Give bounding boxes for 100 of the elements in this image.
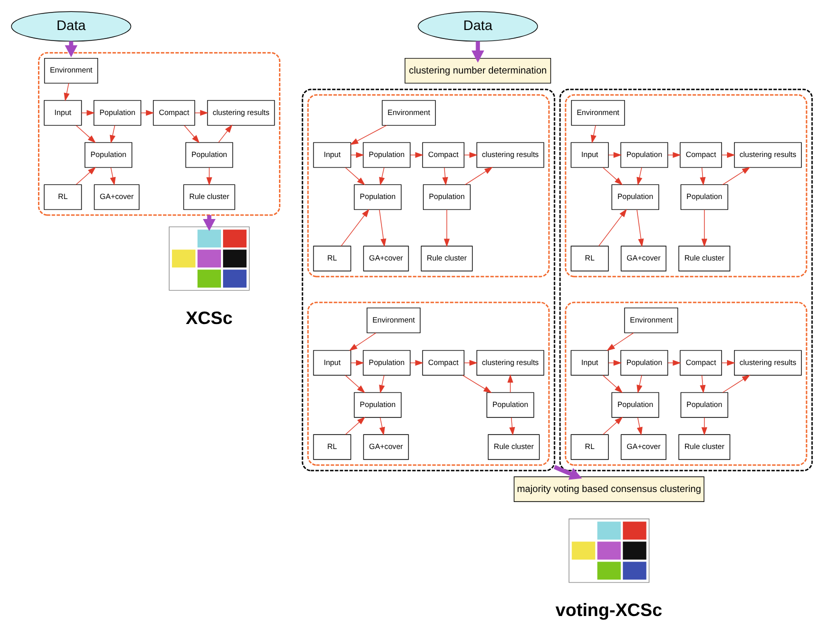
arrow bbox=[464, 166, 493, 184]
node-box: Population bbox=[680, 184, 728, 210]
arrow bbox=[350, 124, 387, 144]
arrow bbox=[110, 124, 116, 143]
arrow bbox=[606, 332, 634, 350]
arrow bbox=[722, 166, 750, 184]
arrow bbox=[110, 166, 116, 186]
node-box: Input bbox=[570, 142, 609, 168]
arrow bbox=[76, 124, 96, 143]
arrow bbox=[509, 416, 516, 436]
node-box: GA+cover bbox=[620, 434, 666, 460]
node-box: Population bbox=[611, 184, 660, 210]
arrow bbox=[722, 374, 750, 392]
node-box: GA+cover bbox=[363, 434, 409, 460]
arrow bbox=[701, 208, 708, 247]
arrow bbox=[700, 374, 706, 393]
node-box: Input bbox=[313, 142, 352, 168]
node-box: GA+cover bbox=[363, 245, 409, 271]
arrow bbox=[349, 332, 376, 350]
node-box: Environment bbox=[366, 307, 421, 333]
node-box: Rule cluster bbox=[678, 245, 730, 271]
arrow bbox=[345, 166, 366, 185]
node-box: Rule cluster bbox=[488, 434, 540, 460]
arrow bbox=[721, 152, 736, 158]
arrow bbox=[442, 166, 448, 186]
node-picture bbox=[168, 226, 250, 290]
node-box: Environment bbox=[44, 57, 98, 84]
arrow bbox=[379, 208, 386, 247]
node-box: Rule cluster bbox=[183, 184, 236, 210]
node-box: Input bbox=[570, 350, 609, 376]
node-box: Population bbox=[94, 100, 142, 126]
node-box: Population bbox=[422, 184, 471, 210]
label: voting-XCSc bbox=[556, 600, 662, 620]
node-box: RL bbox=[570, 434, 609, 460]
node-box: Rule cluster bbox=[678, 434, 730, 460]
node-box: clustering results bbox=[734, 350, 802, 376]
node-box: RL bbox=[313, 434, 352, 460]
node-box: clustering results bbox=[734, 142, 802, 168]
arrow bbox=[668, 152, 682, 158]
arrow bbox=[636, 416, 643, 436]
node-box: Population bbox=[185, 142, 234, 168]
arrow bbox=[590, 124, 596, 143]
node-box: RL bbox=[313, 245, 352, 271]
arrow bbox=[345, 416, 366, 434]
cluster bbox=[307, 94, 550, 277]
arrow bbox=[379, 374, 385, 393]
node-box: Input bbox=[44, 100, 82, 126]
node-box: Population bbox=[354, 392, 402, 418]
arrow bbox=[636, 166, 642, 186]
arrow bbox=[602, 416, 623, 434]
arrow bbox=[218, 124, 232, 142]
node-box: Environment bbox=[382, 100, 436, 126]
node-box: RL bbox=[570, 245, 609, 271]
arrow bbox=[76, 166, 96, 184]
arrow bbox=[462, 374, 492, 393]
node-box: Population bbox=[620, 142, 668, 168]
node-box: Compact bbox=[680, 350, 722, 376]
node-box: clustering number determination bbox=[404, 57, 552, 84]
node-box: Input bbox=[313, 350, 352, 376]
node-box: RL bbox=[44, 184, 82, 210]
node-box: Environment bbox=[571, 100, 625, 126]
node-box: GA+cover bbox=[94, 184, 140, 210]
node-box: Population bbox=[354, 184, 402, 210]
arrow bbox=[379, 166, 385, 186]
arrow bbox=[345, 374, 366, 393]
cluster bbox=[302, 88, 556, 471]
arrow bbox=[701, 416, 708, 436]
cluster bbox=[38, 52, 280, 216]
cluster bbox=[564, 301, 808, 466]
node-picture bbox=[568, 518, 650, 582]
node-box: Compact bbox=[152, 100, 196, 126]
cluster bbox=[307, 301, 550, 466]
arrow bbox=[340, 208, 370, 246]
node-box: Population bbox=[84, 142, 132, 168]
node-ellipse: Data bbox=[11, 10, 132, 42]
arrow bbox=[464, 152, 478, 158]
arrow bbox=[472, 40, 484, 62]
node-box: Population bbox=[620, 350, 668, 376]
arrow bbox=[636, 208, 644, 247]
node-box: Compact bbox=[680, 142, 722, 168]
node-box: Population bbox=[362, 350, 411, 376]
node-box: Rule cluster bbox=[420, 245, 473, 271]
node-box: Compact bbox=[422, 142, 464, 168]
node-box: Population bbox=[680, 392, 728, 418]
arrow bbox=[64, 40, 78, 57]
arrow bbox=[608, 152, 622, 158]
cluster bbox=[564, 94, 808, 277]
arrow bbox=[598, 208, 627, 246]
arrow bbox=[64, 82, 70, 101]
arrow bbox=[379, 416, 385, 436]
node-box: clustering results bbox=[476, 142, 544, 168]
arrow bbox=[444, 208, 450, 247]
node-box: Environment bbox=[624, 307, 678, 333]
node-box: Population bbox=[611, 392, 660, 418]
cluster bbox=[559, 88, 813, 471]
node-box: Compact bbox=[422, 350, 464, 376]
node-box: GA+cover bbox=[620, 245, 666, 271]
node-box: Population bbox=[486, 392, 534, 418]
arrow bbox=[700, 166, 706, 186]
arrow bbox=[206, 166, 212, 186]
